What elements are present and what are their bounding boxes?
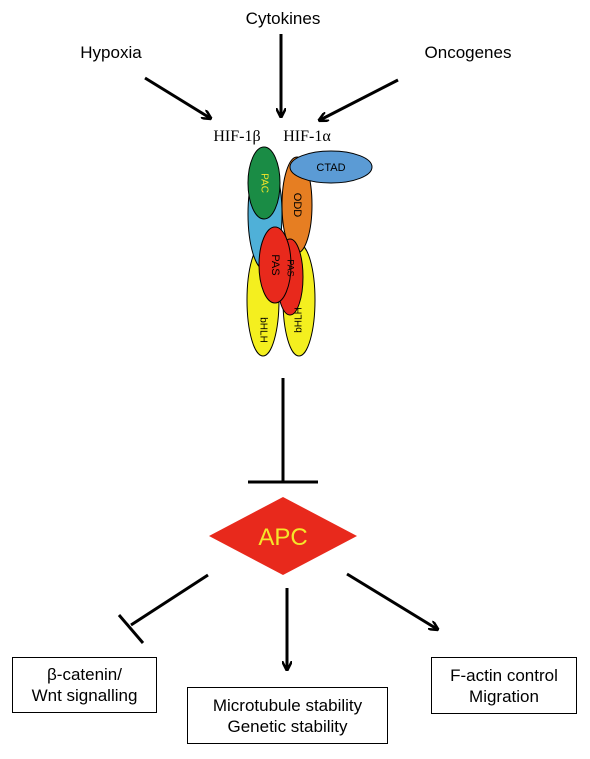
oncogenes-label: Oncogenes <box>425 43 512 62</box>
catenin-line2: Wnt signalling <box>31 686 138 705</box>
hif-complex: CTAD PAC ODD PAS PAS bHLH bHLH <box>246 146 373 357</box>
factin-line2: Migration <box>469 686 539 706</box>
catenin-box: β-catenin/ Wnt signalling <box>12 657 157 713</box>
ctad-domain <box>289 150 373 184</box>
microtubule-box: Microtubule stability Genetic stability <box>187 687 388 744</box>
hypoxia-arrow <box>144 76 210 118</box>
apc-diamond <box>209 497 357 575</box>
bhlh-right-label: bHLH <box>294 307 305 333</box>
hypoxia-label: Hypoxia <box>80 43 142 62</box>
hif1a-label: HIF-1α <box>283 128 331 145</box>
odd-label: ODD <box>291 193 303 218</box>
pas-label: PAS <box>269 254 281 275</box>
pas-hidden-label: PAS <box>286 259 296 276</box>
cytokines-label: Cytokines <box>246 9 321 28</box>
factin-box: F-actin control Migration <box>431 657 577 714</box>
pac-label: PAC <box>258 173 269 193</box>
factin-line1: F-actin control <box>450 665 558 685</box>
apc-label: APC <box>258 524 307 551</box>
hif1b-label: HIF-1β <box>213 128 260 145</box>
microtubule-line1: Microtubule stability <box>212 695 363 715</box>
catenin-inhibition-line <box>130 573 209 627</box>
catenin-line1: β-catenin/ <box>47 665 122 684</box>
catenin-inhibition-bar <box>117 614 145 644</box>
pac-domain <box>247 146 281 220</box>
microtubule-line2: Genetic stability <box>227 716 348 736</box>
factin-arrow <box>346 572 437 629</box>
pas-domain <box>258 226 292 304</box>
oncogenes-arrow <box>320 78 399 120</box>
bhlh-left-label: bHLH <box>257 317 268 343</box>
ctad-label: CTAD <box>316 162 345 174</box>
